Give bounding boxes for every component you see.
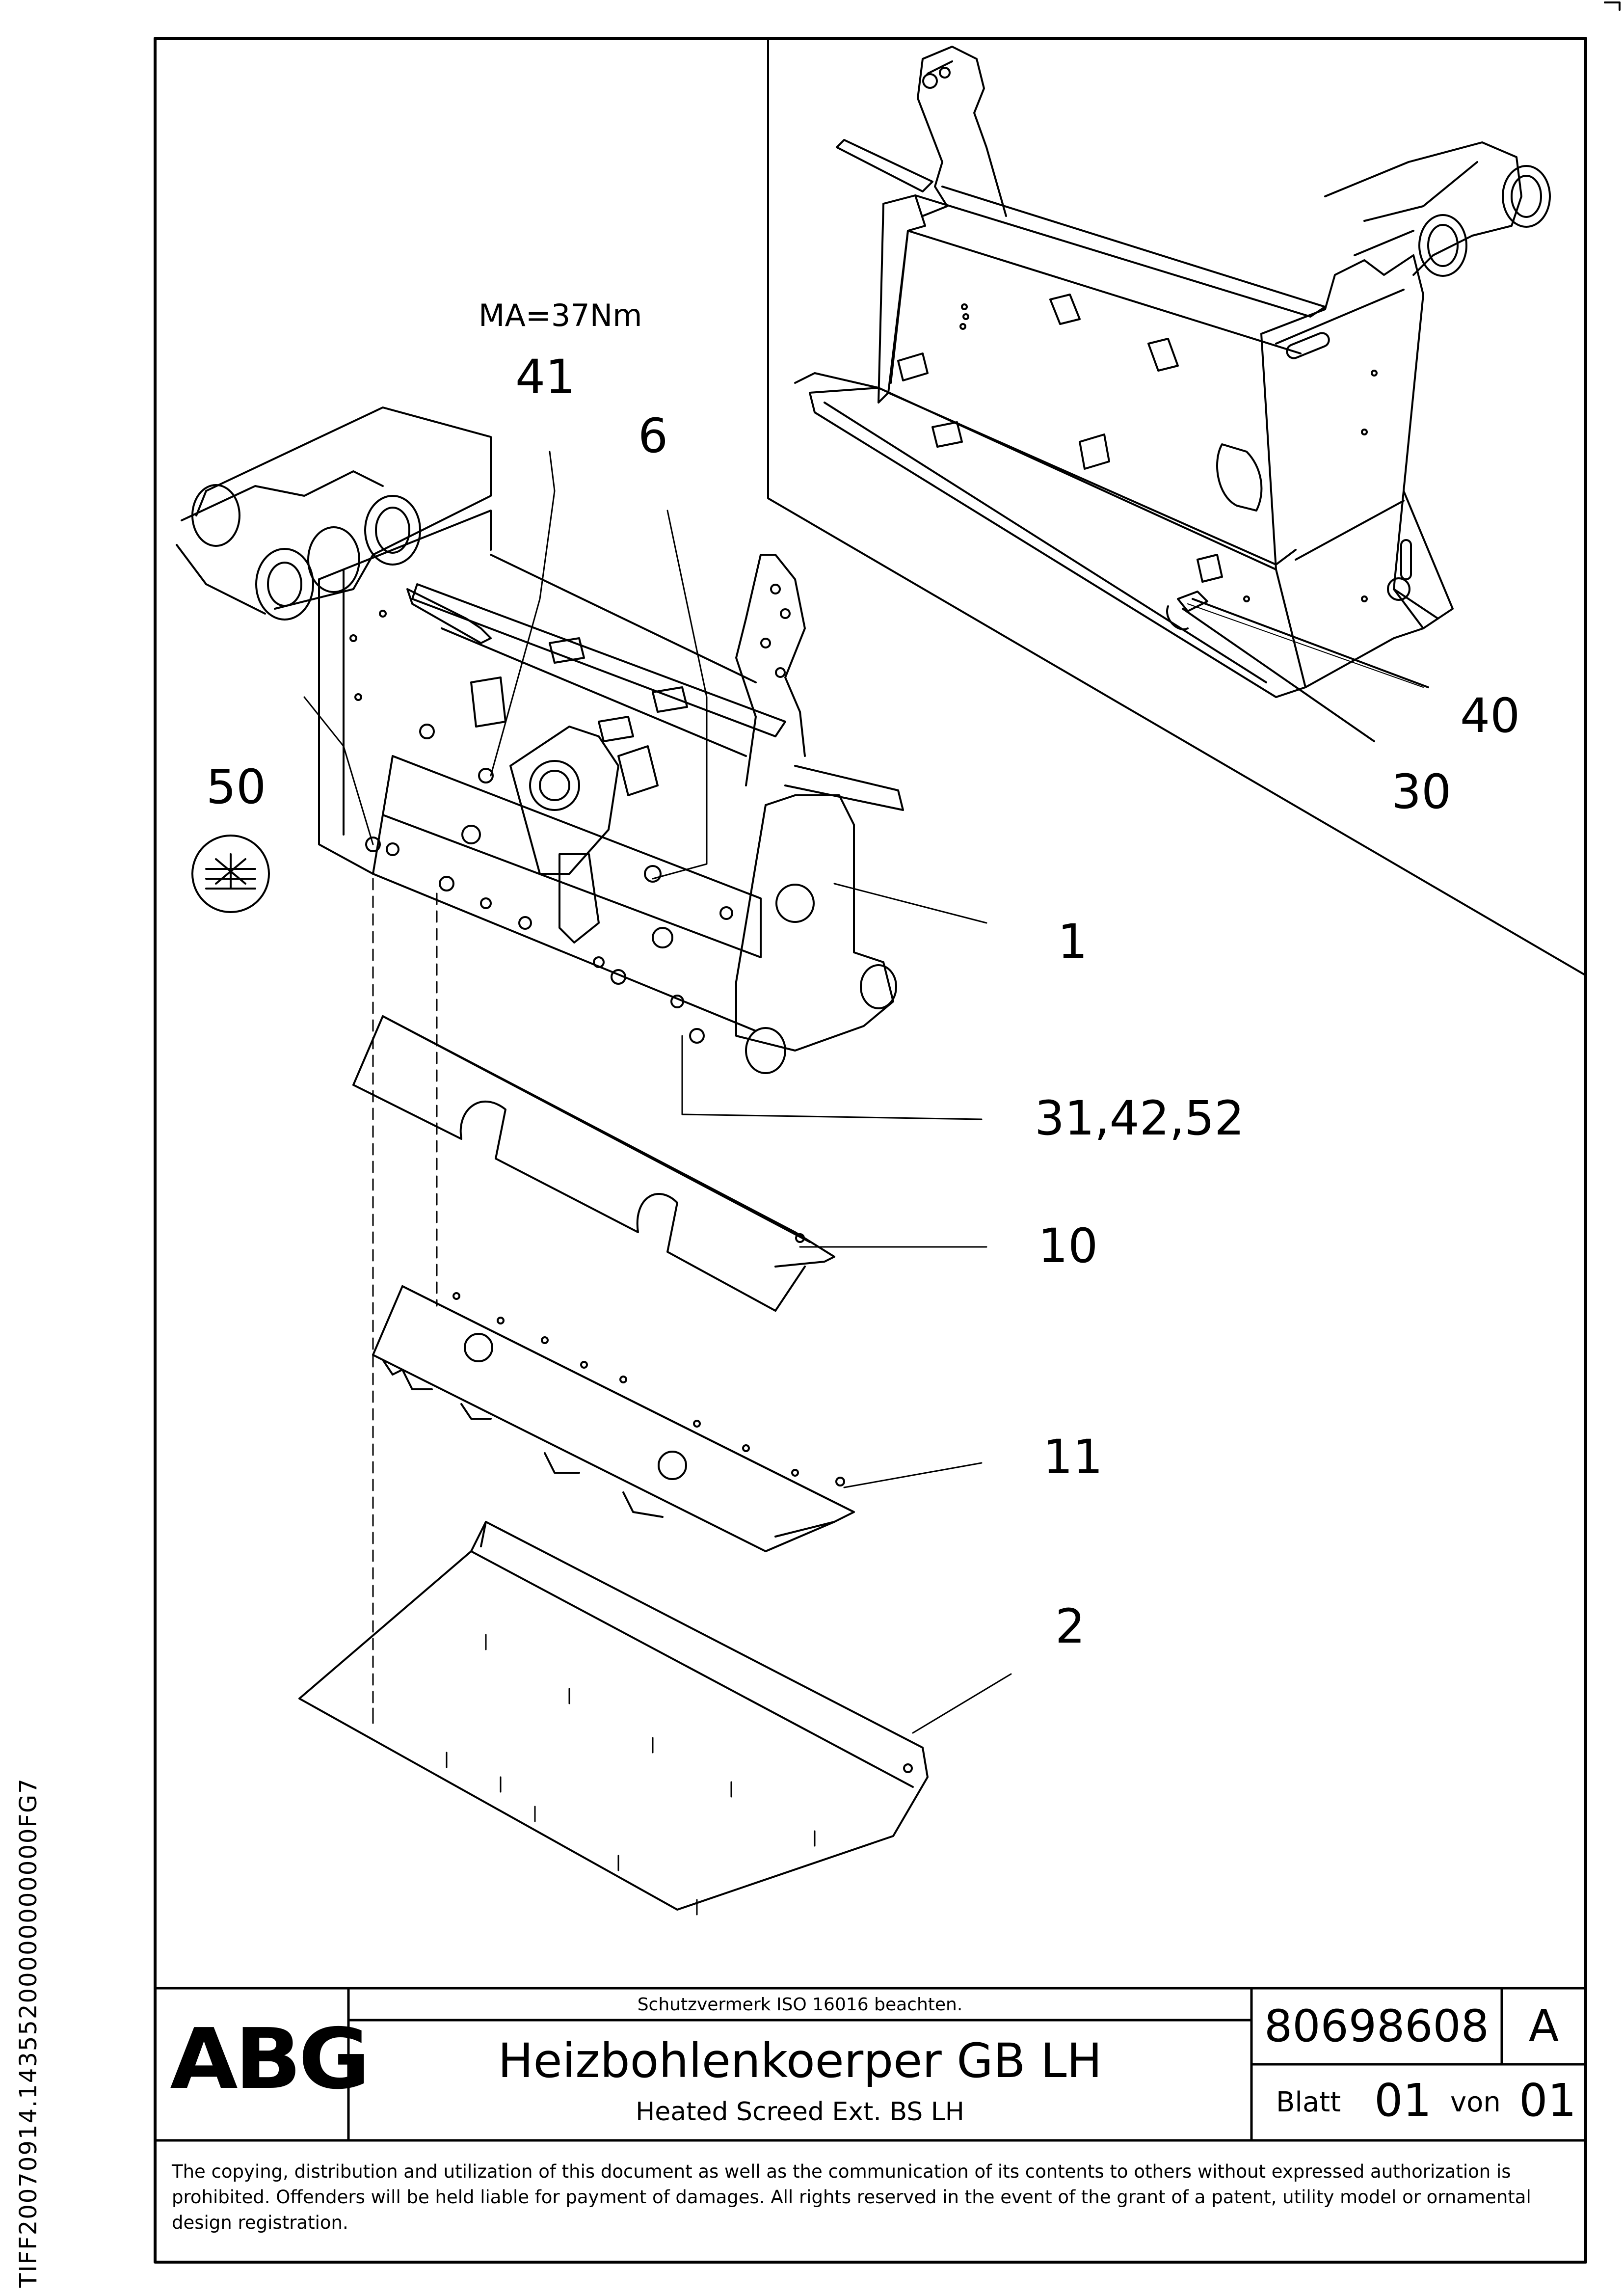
callout-1: 1 <box>1058 914 1088 969</box>
part-10-sheet <box>352 1015 835 1312</box>
title-block-lines <box>154 1987 1587 2142</box>
side-identifier: TIFF20070914.14355200000000000FG7 <box>15 1778 42 2288</box>
callout-41: 41 <box>515 350 576 405</box>
main-assembly <box>176 406 904 1074</box>
callout-50: 50 <box>206 759 266 814</box>
callout-2: 2 <box>1055 1599 1086 1654</box>
part-number: 80698608 <box>1264 2000 1490 2052</box>
company-logo: ABG <box>170 2011 370 2108</box>
callout-31-42-52: 31,42,52 <box>1035 1091 1245 1146</box>
callout-10: 10 <box>1038 1218 1098 1273</box>
drawing-title-de: Heizbohlenkoerper GB LH <box>498 2033 1102 2088</box>
callout-11: 11 <box>1043 1430 1103 1485</box>
sheet-label: Blatt <box>1276 2086 1341 2118</box>
torque-note: MA=37Nm <box>479 297 642 333</box>
detail-view <box>794 46 1551 698</box>
callout-30: 30 <box>1391 764 1452 819</box>
callout-6: 6 <box>638 408 668 463</box>
protection-note: Schutzvermerk ISO 16016 beachten. <box>637 1995 963 2015</box>
part-11-angle <box>372 1285 855 1552</box>
callout-40: 40 <box>1460 688 1520 743</box>
drawing-title-en: Heated Screed Ext. BS LH <box>636 2097 964 2127</box>
drawing-frame <box>154 37 1587 2264</box>
detail-view-border <box>767 38 1585 975</box>
copyright-notice: The copying, distribution and utilizatio… <box>172 2161 1531 2233</box>
sheet-total: 01 <box>1519 2074 1577 2127</box>
of-label: von <box>1450 2086 1501 2118</box>
revision: A <box>1528 2000 1559 2052</box>
sheet-number: 01 <box>1374 2074 1432 2127</box>
grease-symbol <box>191 835 270 913</box>
part-2-plate <box>298 1521 929 1916</box>
